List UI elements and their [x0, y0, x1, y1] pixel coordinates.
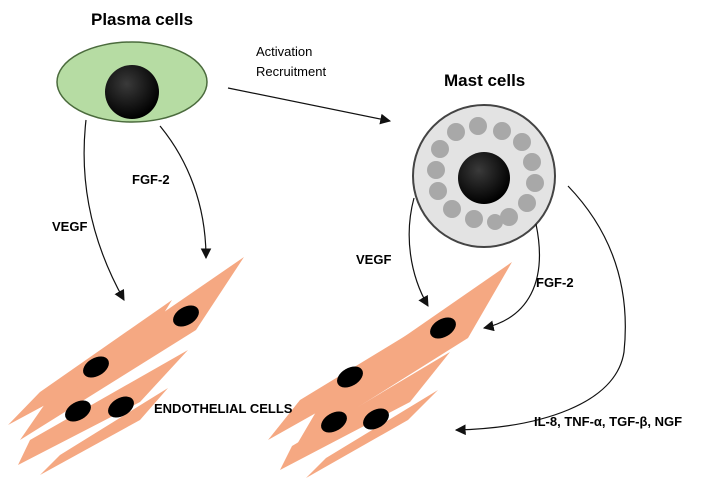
fgf2-label-left: FGF-2: [132, 172, 170, 187]
activation-label: Activation: [256, 44, 313, 59]
endothelial-cells-label: ENDOTHELIAL CELLS: [154, 401, 293, 416]
arrow-mast-cytokines: [454, 185, 626, 436]
arrow-plasma-to-mast: [227, 87, 392, 125]
endothelial-nucleus: [321, 411, 347, 433]
plasma-cell-nucleus: [105, 65, 159, 119]
endothelial-nucleus: [363, 408, 389, 430]
cytokines-label: IL-8, TNF-α, TGF-β, NGF: [534, 414, 683, 429]
endothelial-nucleus: [108, 396, 134, 418]
vegf-label-right: VEGF: [356, 252, 392, 267]
endothelial-cell: [40, 388, 168, 475]
mast-cell: [412, 104, 556, 248]
arrow-mast-vegf: [408, 197, 429, 307]
endothelial-cell: [18, 350, 188, 465]
arrow-plasma-fgf2: [159, 125, 212, 260]
endothelial-nucleus: [337, 366, 363, 388]
vegf-label-left: VEGF: [52, 219, 88, 234]
fgf2-label-right: FGF-2: [536, 275, 574, 290]
endothelial-cluster-left: [8, 257, 244, 475]
endothelial-nucleus: [173, 305, 199, 327]
plasma-cell: [56, 41, 208, 123]
endothelial-nucleus: [65, 400, 91, 422]
endothelial-cell: [280, 352, 450, 470]
mast-cells-label: Mast cells: [444, 71, 526, 90]
plasma-cells-label: Plasma cells: [91, 10, 194, 29]
endothelial-cell: [306, 390, 438, 478]
endothelial-cluster-right: [268, 262, 512, 478]
arrow-plasma-vegf: [83, 119, 125, 301]
recruitment-label: Recruitment: [256, 64, 327, 79]
endothelial-nucleus: [430, 317, 456, 339]
mast-cell-granules: [427, 117, 544, 230]
mast-cell-nucleus: [458, 152, 510, 204]
endothelial-nucleus: [83, 356, 109, 378]
arrow-mast-fgf2: [482, 223, 540, 332]
